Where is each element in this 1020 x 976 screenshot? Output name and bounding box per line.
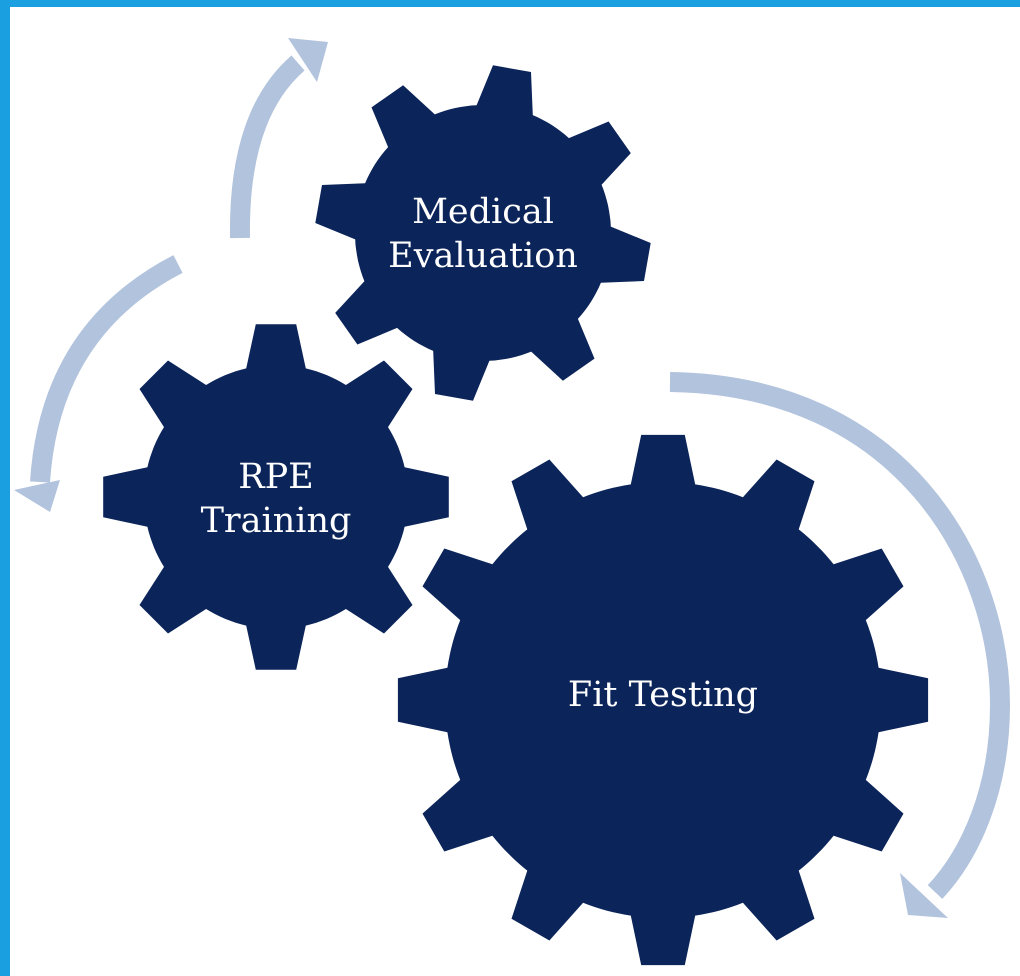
gear-fit-testing-label: Fit Testing	[568, 675, 758, 715]
arrow-to-rpe-training	[30, 255, 183, 483]
gear-rpe-training-label-line1: RPE	[238, 457, 313, 497]
arrow-head-left	[14, 480, 60, 512]
gear-medical-evaluation-label-line1: Medical	[412, 192, 554, 232]
arrow-head-right	[900, 873, 948, 918]
arrow-head-top	[288, 38, 328, 82]
gear-fit-testing-shape	[397, 434, 929, 966]
gear-rpe-training-shape	[103, 324, 449, 670]
gear-medical-evaluation-label-line2: Evaluation	[388, 236, 578, 276]
gear-rpe-training: RPE Training	[103, 324, 449, 670]
gear-medical-evaluation: Medical Evaluation	[315, 65, 651, 401]
gear-rpe-training-label-line2: Training	[201, 501, 352, 541]
arrow-to-medical-evaluation	[229, 55, 305, 239]
arrow-to-fit-testing	[669, 372, 1011, 899]
cycle-arrows	[14, 38, 1011, 918]
gear-medical-evaluation-shape	[315, 65, 651, 401]
gear-fit-testing: Fit Testing	[397, 434, 929, 966]
